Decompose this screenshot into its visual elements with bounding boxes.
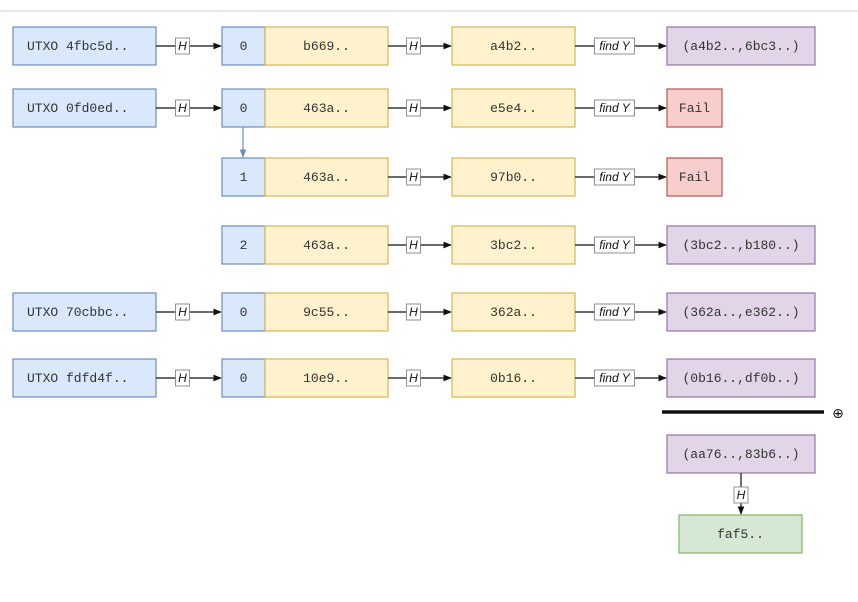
hash-input-arrow-label: H bbox=[409, 305, 418, 319]
hash-input-arrow-label-box bbox=[406, 236, 421, 254]
utxo-box bbox=[12, 88, 157, 128]
hash-box bbox=[451, 358, 576, 398]
combined-result-box-text: (aa76..,83b6..) bbox=[682, 447, 799, 462]
fail-box-text: Fail bbox=[679, 170, 710, 185]
input-box-text: 463a.. bbox=[303, 101, 350, 116]
find-y-arrow-label-box bbox=[594, 303, 635, 321]
hash-box bbox=[451, 26, 576, 66]
final-hash-arrow-label-box bbox=[733, 486, 749, 504]
hash-input-arrow-label: H bbox=[409, 101, 418, 115]
hash-input-arrow-label: H bbox=[409, 238, 418, 252]
result-box bbox=[666, 358, 816, 398]
input-box-text: 10e9.. bbox=[303, 371, 350, 386]
hash-utxo-arrow-label-box bbox=[175, 369, 190, 387]
result-box bbox=[666, 26, 816, 66]
input-box-text: 9c55.. bbox=[303, 305, 350, 320]
fail-box-text: Fail bbox=[679, 101, 710, 116]
utxo-box-text: UTXO 70cbbc.. bbox=[27, 305, 128, 320]
result-box bbox=[666, 225, 816, 265]
combined-result-box bbox=[666, 434, 816, 474]
find-y-arrow-label: find Y bbox=[599, 305, 630, 319]
input-box-text: b669.. bbox=[303, 39, 350, 54]
hash-input-arrow-label-box bbox=[406, 168, 421, 186]
counter-box-text: 0 bbox=[240, 39, 248, 54]
hash-box-text: e5e4.. bbox=[490, 101, 537, 116]
find-y-arrow-label-box bbox=[594, 168, 635, 186]
utxo-box-text: UTXO fdfd4f.. bbox=[27, 371, 128, 386]
input-box-text: 463a.. bbox=[303, 238, 350, 253]
input-box bbox=[264, 292, 389, 332]
hash-utxo-arrow-label-box bbox=[175, 99, 190, 117]
input-box-text: 463a.. bbox=[303, 170, 350, 185]
find-y-arrow-label: find Y bbox=[599, 170, 630, 184]
hash-utxo-arrow-label: H bbox=[178, 371, 187, 385]
counter-box bbox=[221, 292, 266, 332]
utxo-box bbox=[12, 358, 157, 398]
fail-box bbox=[666, 88, 723, 128]
input-box bbox=[264, 225, 389, 265]
counter-box bbox=[221, 225, 266, 265]
find-y-arrow-label-box bbox=[594, 369, 635, 387]
xor-icon: ⊕ bbox=[832, 406, 844, 422]
find-y-arrow-label-box bbox=[594, 99, 635, 117]
counter-box bbox=[221, 157, 266, 197]
hash-box-text: 3bc2.. bbox=[490, 238, 537, 253]
find-y-arrow-label-box bbox=[594, 37, 635, 55]
hash-box bbox=[451, 157, 576, 197]
hash-input-arrow-label: H bbox=[409, 170, 418, 184]
result-box-text: (a4b2..,6bc3..) bbox=[682, 39, 799, 54]
hash-utxo-arrow-label: H bbox=[178, 39, 187, 53]
result-box-text: (3bc2..,b180..) bbox=[682, 238, 799, 253]
hash-utxo-arrow-label-box bbox=[175, 37, 190, 55]
utxo-box-text: UTXO 4fbc5d.. bbox=[27, 39, 128, 54]
counter-box-text: 0 bbox=[240, 371, 248, 386]
counter-box-text: 1 bbox=[240, 170, 248, 185]
hash-box-text: a4b2.. bbox=[490, 39, 537, 54]
hash-input-arrow-label-box bbox=[406, 37, 421, 55]
hash-utxo-arrow-label: H bbox=[178, 305, 187, 319]
counter-box-text: 0 bbox=[240, 305, 248, 320]
hash-box-text: 0b16.. bbox=[490, 371, 537, 386]
result-box-text: (0b16..,df0b..) bbox=[682, 371, 799, 386]
input-box bbox=[264, 88, 389, 128]
hash-utxo-arrow-label-box bbox=[175, 303, 190, 321]
result-box bbox=[666, 292, 816, 332]
hash-utxo-arrow-label: H bbox=[178, 101, 187, 115]
fail-box bbox=[666, 157, 723, 197]
final-hash-box bbox=[678, 514, 803, 554]
hash-input-arrow-label: H bbox=[409, 371, 418, 385]
hash-box bbox=[451, 225, 576, 265]
find-y-arrow-label: find Y bbox=[599, 39, 630, 53]
counter-box-text: 2 bbox=[240, 238, 248, 253]
utxo-box-text: UTXO 0fd0ed.. bbox=[27, 101, 128, 116]
find-y-arrow-label: find Y bbox=[599, 101, 630, 115]
find-y-arrow-label-box bbox=[594, 236, 635, 254]
input-box bbox=[264, 26, 389, 66]
result-box-text: (362a..,e362..) bbox=[682, 305, 799, 320]
hash-input-arrow-label: H bbox=[409, 39, 418, 53]
input-box bbox=[264, 358, 389, 398]
final-hash-arrow-label: H bbox=[737, 488, 746, 502]
counter-box bbox=[221, 88, 266, 128]
hash-input-arrow-label-box bbox=[406, 369, 421, 387]
input-box bbox=[264, 157, 389, 197]
find-y-arrow-label: find Y bbox=[599, 371, 630, 385]
hash-input-arrow-label-box bbox=[406, 99, 421, 117]
hash-input-arrow-label-box bbox=[406, 303, 421, 321]
hash-box-text: 362a.. bbox=[490, 305, 537, 320]
final-hash-box-text: faf5.. bbox=[717, 527, 764, 542]
counter-box-text: 0 bbox=[240, 101, 248, 116]
hash-box bbox=[451, 88, 576, 128]
hash-box-text: 97b0.. bbox=[490, 170, 537, 185]
find-y-arrow-label: find Y bbox=[599, 238, 630, 252]
